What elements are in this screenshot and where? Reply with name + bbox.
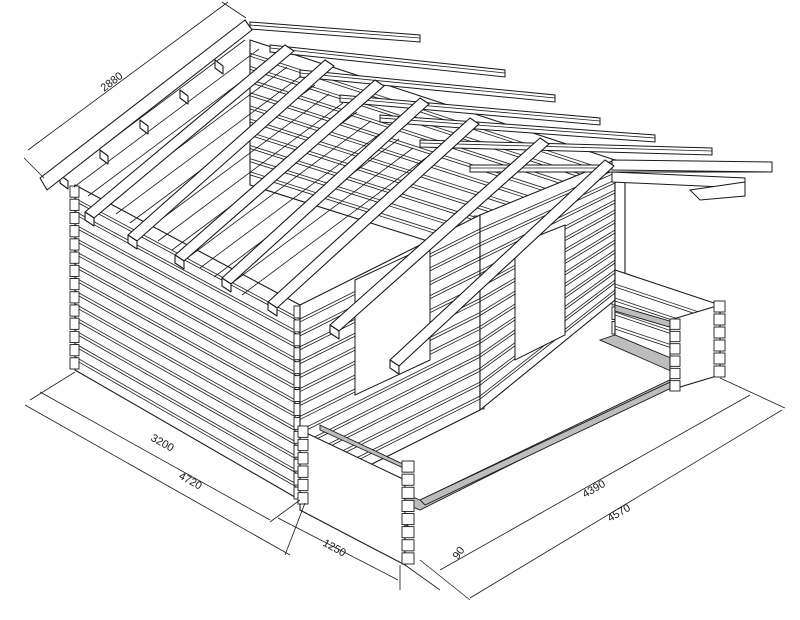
dim-depth-inner: 3200 — [149, 432, 176, 454]
front-barge — [39, 19, 253, 191]
dim-roof-slope: 2880 — [99, 70, 126, 94]
roof-battens — [59, 21, 773, 296]
dim-gap: 90 — [451, 545, 468, 562]
dim-depth-outer: 4720 — [177, 470, 204, 492]
dim-terrace-depth: 1250 — [321, 537, 348, 559]
rafters — [59, 44, 615, 375]
dim-width-inner: 4390 — [581, 478, 608, 501]
door-opening — [354, 244, 431, 396]
dim-width-outer: 4570 — [606, 502, 633, 525]
